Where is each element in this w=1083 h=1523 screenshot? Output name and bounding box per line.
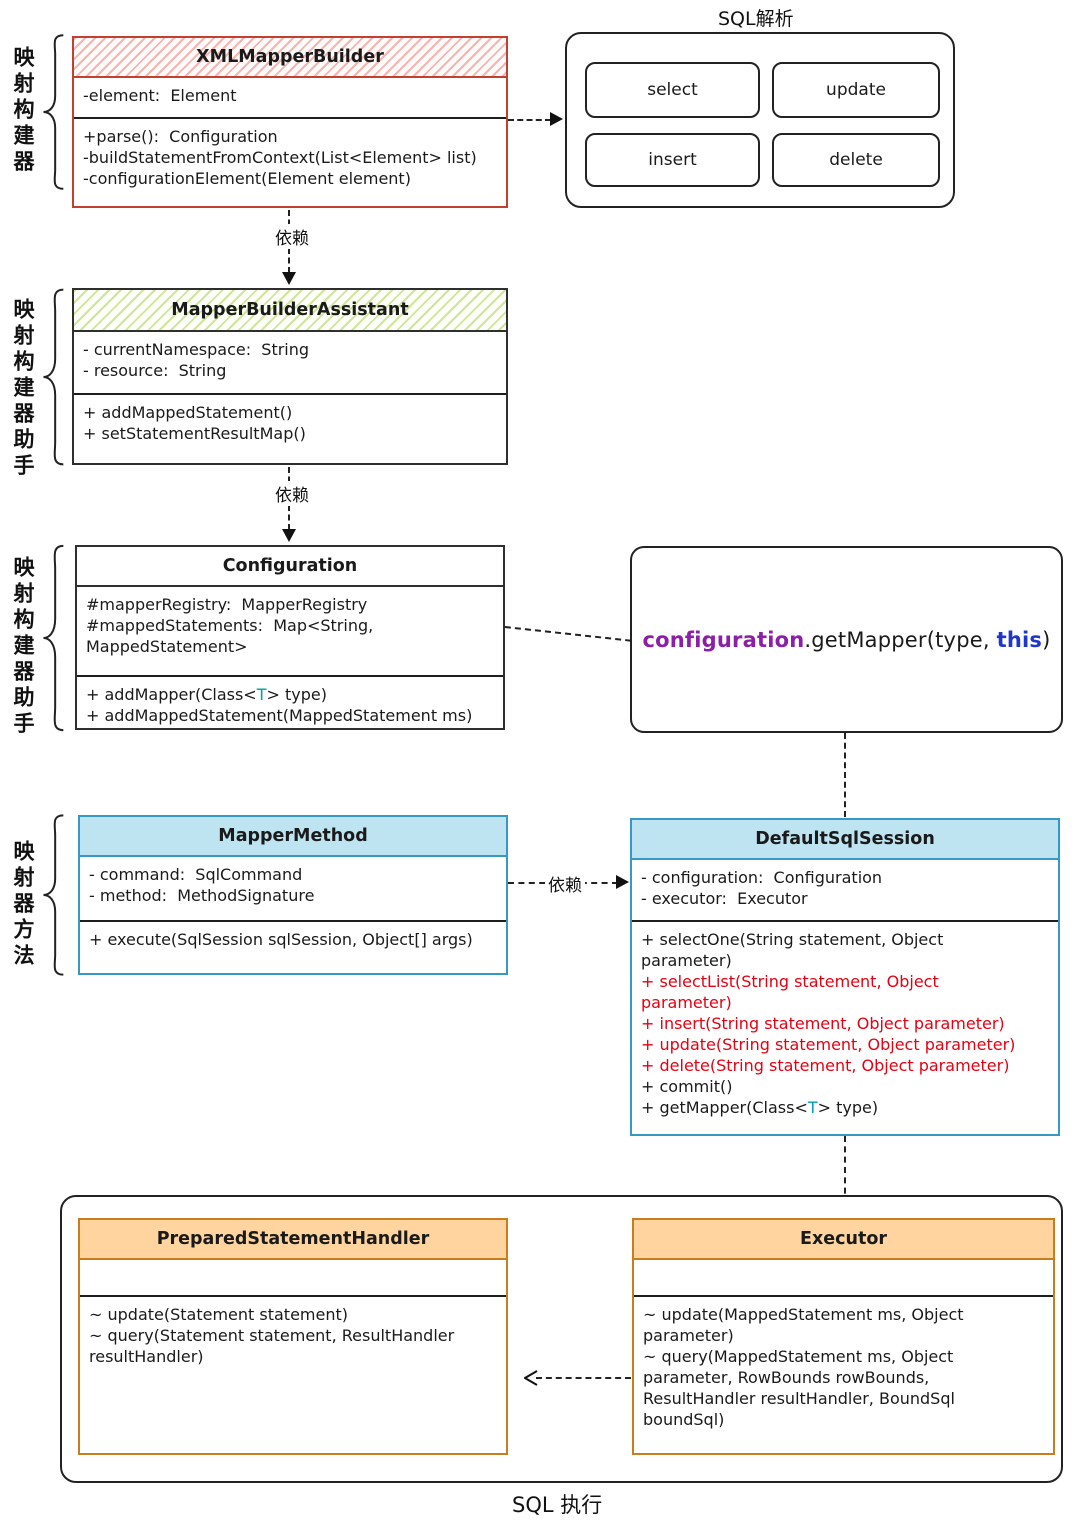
sql-item-update: update [772, 62, 940, 118]
attributes-section: - configuration: Configuration- executor… [632, 860, 1058, 922]
attributes-section: #mapperRegistry: MapperRegistry#mappedSt… [77, 587, 503, 677]
sql-exec-title: SQL 执行 [512, 1493, 603, 1517]
methods-section: + addMappedStatement()+ setStatementResu… [83, 403, 306, 443]
arrowhead-icon [616, 875, 629, 889]
arrowhead-icon [550, 112, 563, 126]
sql-item-delete: delete [772, 133, 940, 187]
sql-parse-title: SQL解析 [718, 8, 794, 30]
dependency-label: 依赖 [545, 871, 585, 896]
side-label-mapping-builder-assistant-2: 映射构建器助手 [11, 556, 35, 738]
attributes-section: -element: Element [74, 78, 506, 119]
class-executor: Executor ~ update(MappedStatement ms, Ob… [632, 1218, 1055, 1455]
methods-section: + execute(SqlSession sqlSession, Object[… [89, 930, 473, 949]
methods-section: ~ update(MappedStatement ms, Object para… [643, 1305, 964, 1429]
attributes-section: - currentNamespace: String- resource: St… [74, 332, 506, 395]
class-xmlmapperbuilder: XMLMapperBuilder -element: Element +pars… [72, 36, 508, 208]
side-label-mapper-method: 映射器方法 [11, 840, 35, 970]
arrowhead-icon [282, 272, 296, 285]
sql-item-insert: insert [585, 133, 760, 187]
class-title: Executor [634, 1220, 1053, 1260]
class-title: PreparedStatementHandler [80, 1220, 506, 1260]
class-title: XMLMapperBuilder [74, 38, 506, 78]
brace-icon [40, 286, 68, 468]
sql-parse-group: select update insert delete [565, 32, 955, 208]
class-configuration: Configuration #mapperRegistry: MapperReg… [75, 545, 505, 730]
attributes-section [80, 1260, 506, 1297]
arrowhead-icon [524, 1370, 538, 1386]
brace-icon [40, 32, 68, 192]
class-title: MapperBuilderAssistant [74, 290, 506, 332]
class-title: MapperMethod [80, 817, 506, 857]
methods-section: +parse(): Configuration-buildStatementFr… [83, 127, 477, 188]
dependency-arrow-4 [844, 1136, 846, 1204]
class-mapperbuilderassistant: MapperBuilderAssistant - currentNamespac… [72, 288, 508, 465]
sql-item-select: select [585, 62, 760, 118]
class-title: Configuration [77, 547, 503, 587]
code-box: configuration.getMapper(type, this) [630, 546, 1063, 733]
class-title: DefaultSqlSession [632, 820, 1058, 860]
class-mappermethod: MapperMethod - command: SqlCommand- meth… [78, 815, 508, 975]
dependency-arrow-5 [536, 1377, 631, 1379]
dependency-label: 依赖 [272, 481, 312, 506]
methods-section: ~ update(Statement statement)~ query(Sta… [89, 1305, 455, 1366]
methods-section: + selectOne(String statement, Object par… [641, 930, 1016, 1117]
class-defaultsqlsession: DefaultSqlSession - configuration: Confi… [630, 818, 1060, 1136]
code-snippet: configuration.getMapper(type, this) [642, 627, 1051, 652]
attributes-section [634, 1260, 1053, 1297]
link-configuration-code [504, 626, 632, 642]
brace-icon [40, 542, 68, 734]
brace-icon [40, 812, 68, 978]
side-label-mapping-builder: 映射构建器 [11, 46, 35, 176]
dependency-label: 依赖 [272, 224, 312, 249]
side-label-mapping-builder-assistant: 映射构建器助手 [11, 298, 35, 480]
dependency-arrow-parse [508, 119, 551, 121]
attributes-section: - command: SqlCommand- method: MethodSig… [80, 857, 506, 922]
arrowhead-icon [282, 529, 296, 542]
class-preparedstatementhandler: PreparedStatementHandler ~ update(Statem… [78, 1218, 508, 1455]
link-code-session [844, 733, 846, 817]
methods-section: + addMapper(Class<T> type)+ addMappedSta… [86, 685, 473, 725]
